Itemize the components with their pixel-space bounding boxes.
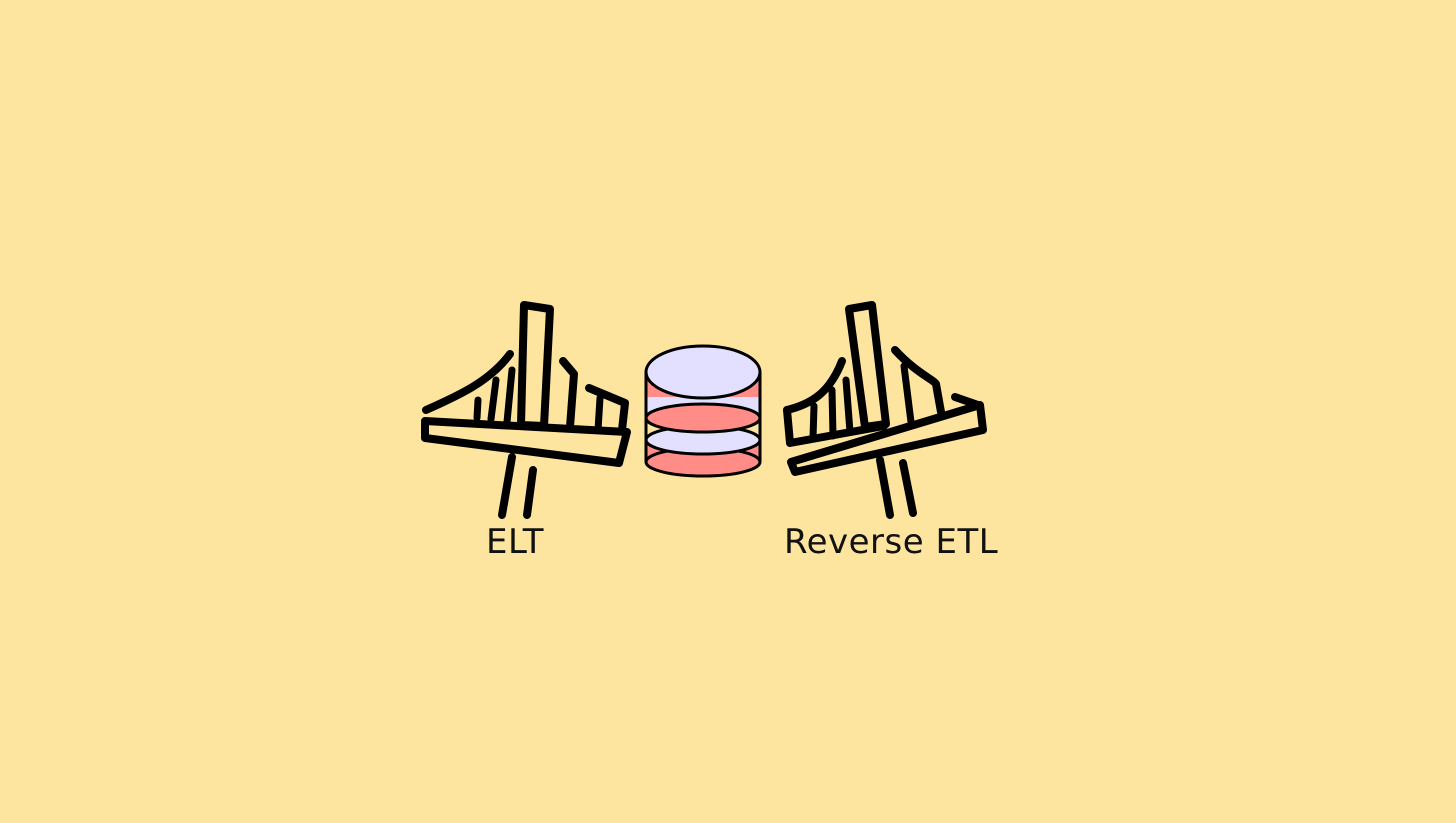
bridge-hanger — [828, 386, 837, 440]
bridge-tower — [517, 301, 554, 430]
bridge-back-cable — [585, 384, 629, 434]
bridge-hanger — [503, 366, 516, 426]
bridge-deck — [787, 401, 987, 476]
bridge-hanger — [809, 402, 818, 442]
bridge-hanger — [900, 362, 915, 426]
database-top — [644, 344, 762, 400]
database-side — [644, 372, 762, 462]
bridge-main-cable — [422, 350, 514, 414]
bridge-hanger — [473, 396, 482, 422]
bridge-hanger — [594, 394, 604, 434]
bridge-main-cable — [783, 357, 846, 414]
bridge-icon — [421, 301, 631, 519]
bridge-back-cable — [951, 393, 982, 409]
bridge-tower — [845, 301, 890, 431]
bridge-back-cable — [559, 357, 578, 431]
reverse-etl-label: Reverse ETL — [784, 522, 999, 562]
bridge-leg — [523, 466, 537, 519]
elt-label: ELT — [486, 522, 545, 562]
database-icon — [644, 344, 762, 478]
bridge-leg — [899, 459, 917, 517]
bridge-icon — [783, 301, 987, 519]
database-layer — [644, 402, 762, 434]
bridge-leg — [498, 453, 516, 519]
bridge-leg — [876, 456, 894, 519]
bridge-hanger — [842, 376, 854, 436]
bridge-deck — [421, 417, 631, 467]
bridge-back-cable — [891, 346, 945, 416]
bridge-hanger — [487, 376, 500, 423]
